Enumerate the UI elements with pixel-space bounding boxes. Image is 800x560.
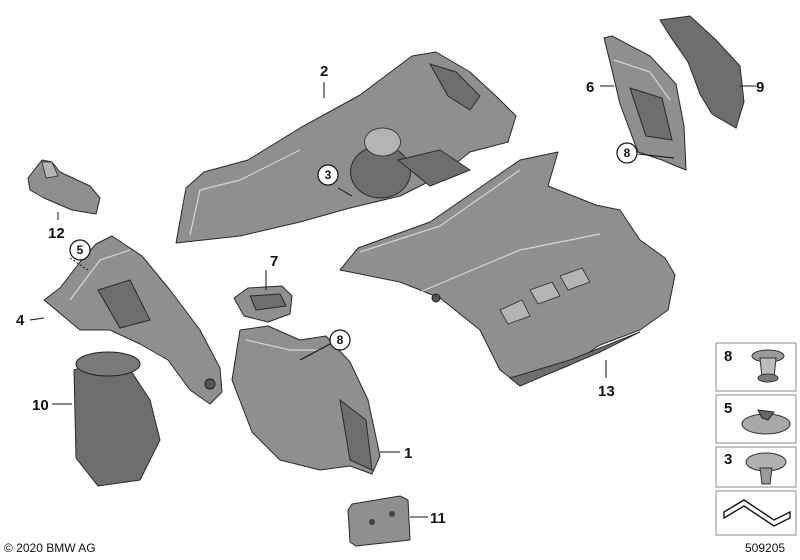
underbody-shape-icon [723,499,791,527]
callout-9: 9 [756,79,764,96]
legend-label-8: 8 [724,348,732,365]
circled-callout-5-text: 5 [77,243,84,257]
circled-callout-5: 5 [69,239,91,261]
part-4-wheel-arch-trim [43,235,223,405]
callout-6: 6 [586,79,594,96]
callout-11: 11 [430,510,446,527]
part-7-block [233,285,293,323]
part-10-foam-roll [73,351,161,487]
legend-label-3: 3 [724,451,732,468]
part-6-side-trim-right [603,35,687,171]
callout-12: 12 [48,225,65,242]
callout-1: 1 [404,445,412,462]
part-12-cover [27,159,101,215]
part-1-side-trim-lower [231,325,381,475]
part-11-plate [347,495,411,547]
clip-5-icon [741,409,791,435]
clip-3-icon [745,452,787,485]
leader-lines [29,82,756,518]
document-number: 509205 [745,541,786,555]
circled-callout-3: 3 [317,164,339,186]
circled-callout-8-lower-text: 8 [337,333,344,347]
callout-13: 13 [598,383,615,400]
legend-label-5: 5 [724,400,732,417]
callout-7: 7 [270,253,278,270]
circled-callout-8-lower: 8 [329,329,351,351]
circled-callout-8-upper: 8 [616,142,638,164]
callout-2: 2 [320,63,328,80]
part-2-floor-trim-left [175,51,517,244]
part-9-insulation-pad [659,15,745,129]
callout-4: 4 [16,312,25,329]
circled-callout-8-upper-text: 8 [624,146,631,160]
fastener-legend: 8 5 3 [715,342,797,536]
circled-callout-3-text: 3 [325,168,332,182]
copyright-notice: © 2020 BMW AG [4,541,96,555]
part-13-floor-mat [339,151,676,387]
clip-8-icon [751,349,785,383]
callout-10: 10 [32,397,49,414]
